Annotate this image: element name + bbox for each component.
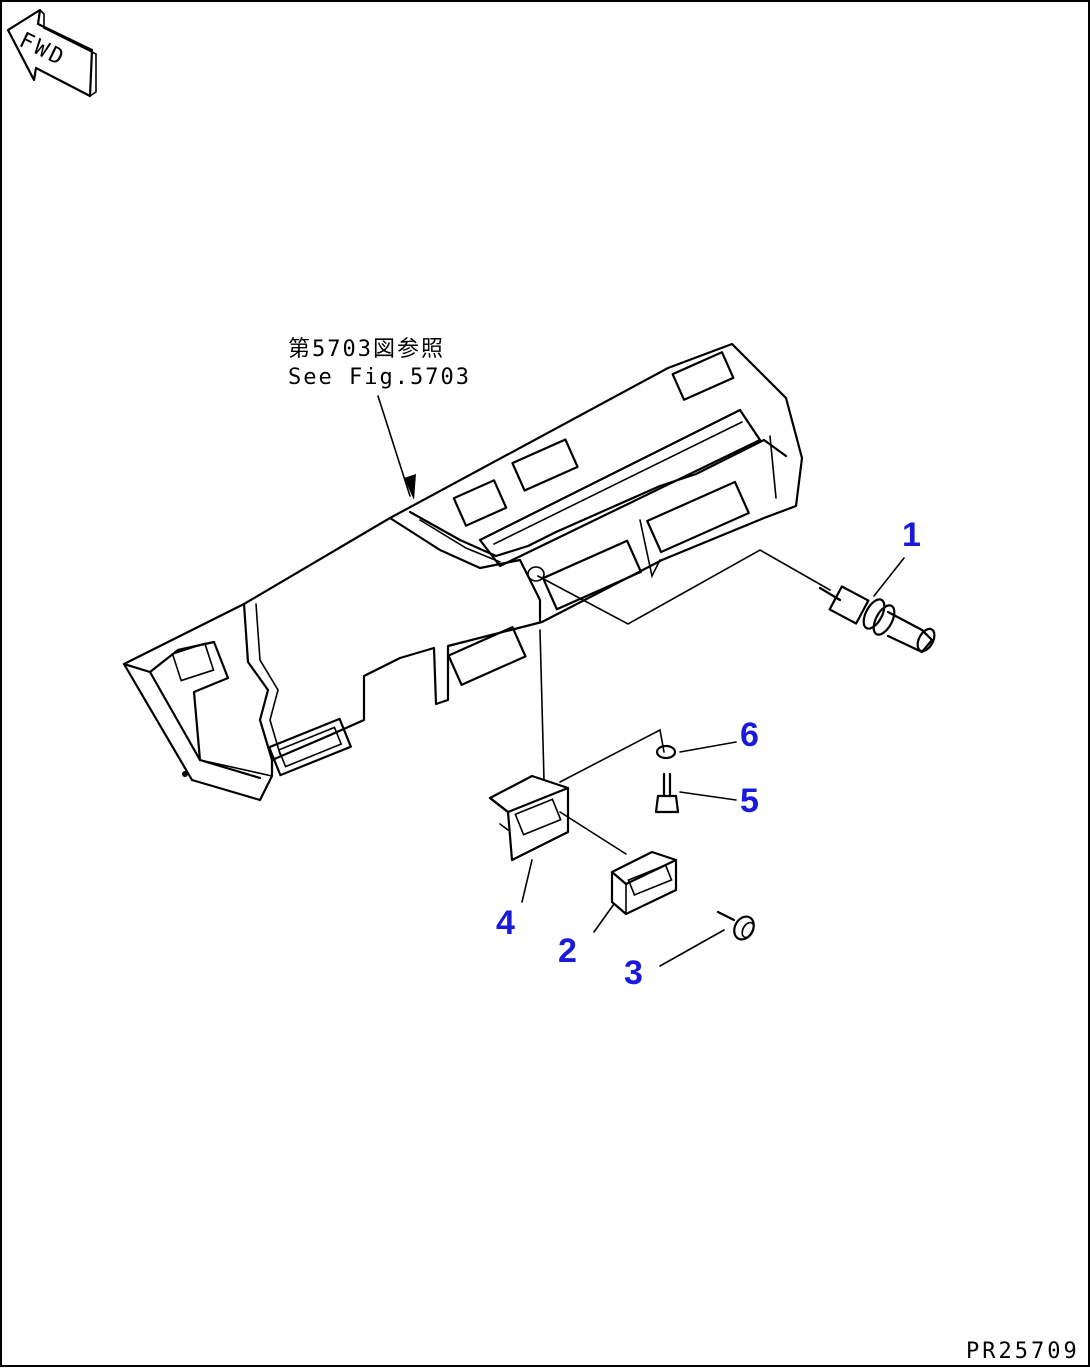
leader-5	[679, 791, 737, 801]
leader-bracket-bolt	[559, 728, 665, 783]
screw-part	[716, 910, 755, 941]
leader-switch-hole	[537, 549, 831, 625]
leader-3	[659, 929, 725, 967]
leader-1	[873, 557, 905, 597]
fwd-arrow-icon: FWD	[6, 8, 97, 98]
lamp-part	[610, 850, 678, 916]
washer-part	[655, 744, 677, 760]
leader-6	[679, 741, 737, 753]
bolt-part	[654, 772, 680, 814]
callout-2: 2	[558, 932, 577, 970]
reference-note-en: See Fig.5703	[288, 365, 471, 390]
leader-bracket-light	[559, 811, 627, 855]
leader-bracket-mount	[539, 629, 545, 781]
bracket-part	[488, 774, 570, 862]
dashboard-panel-drawing	[122, 342, 804, 802]
leader-2	[593, 903, 615, 933]
reference-note-jp: 第5703図参照	[288, 337, 445, 362]
callout-6: 6	[740, 716, 759, 754]
callout-4: 4	[496, 904, 515, 942]
callout-5: 5	[740, 782, 759, 820]
pull-switch-part	[818, 585, 936, 654]
callout-3: 3	[624, 954, 643, 992]
figure-code: PR25709	[966, 1339, 1080, 1364]
callout-1: 1	[902, 516, 921, 554]
leader-4	[521, 859, 533, 903]
reference-leader-arrow	[377, 395, 416, 500]
